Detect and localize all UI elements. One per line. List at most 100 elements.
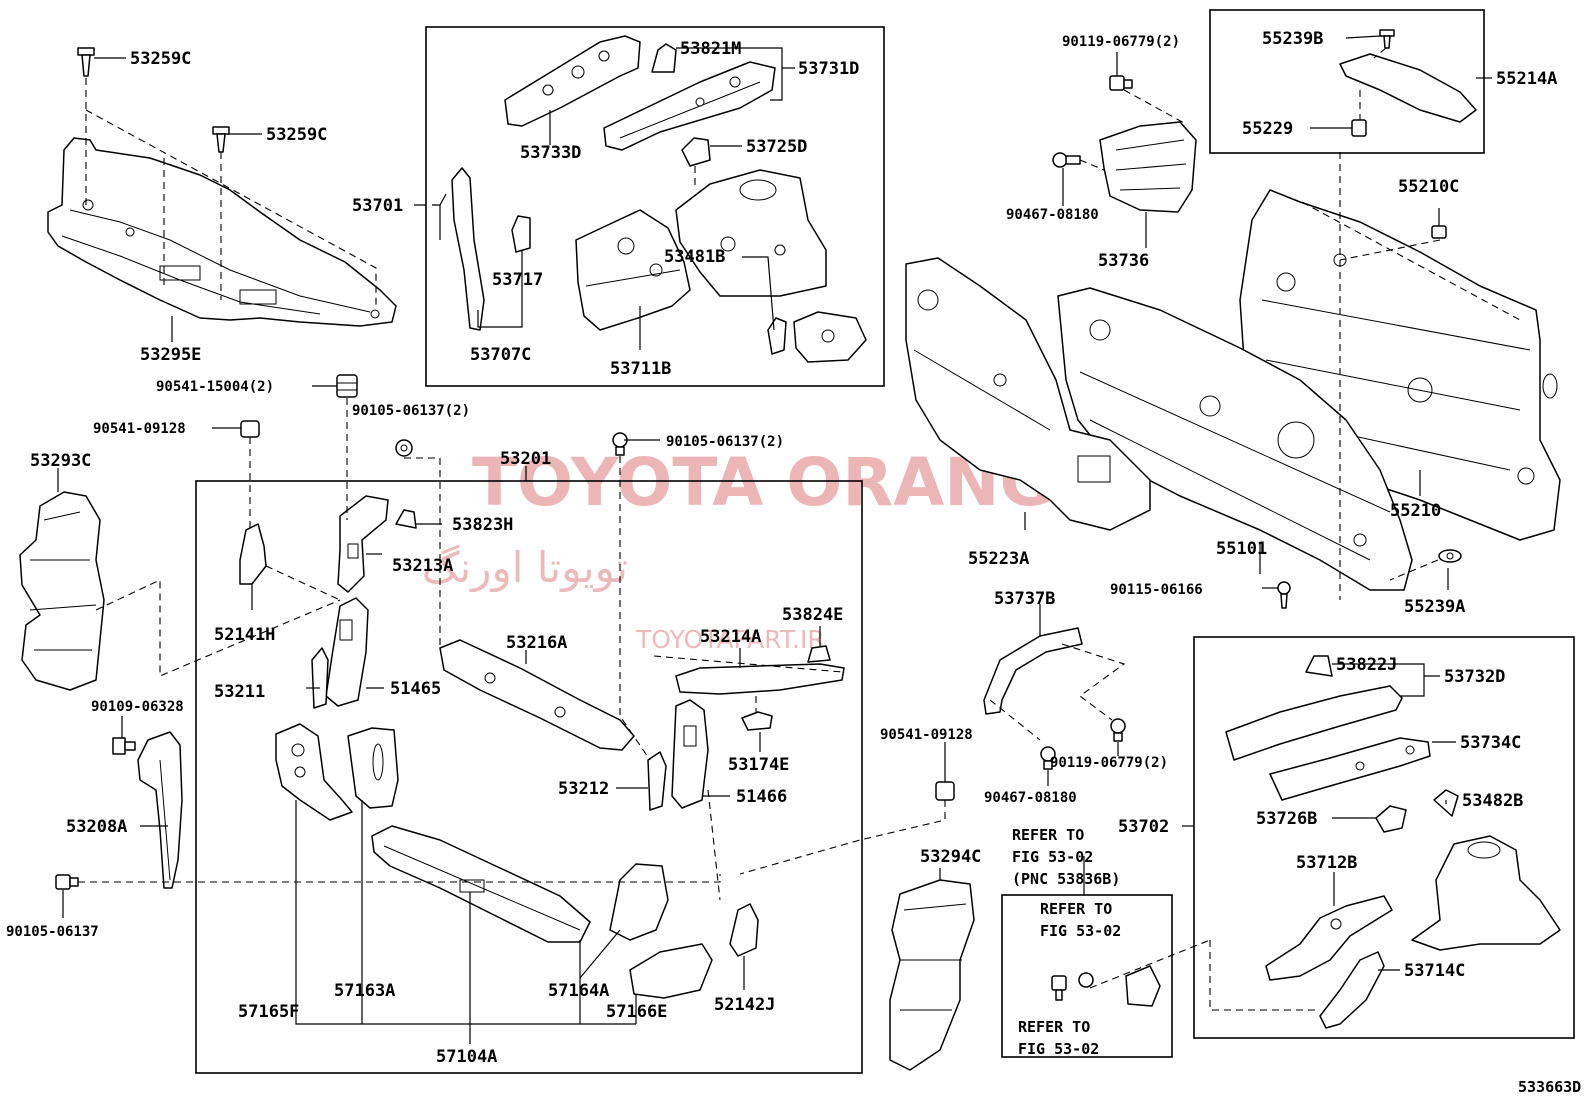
part-53216a-shape xyxy=(439,639,635,751)
label-53216a: 53216A xyxy=(506,633,567,653)
label-53211: 53211 xyxy=(214,682,265,702)
refer-a-line-1: REFER TO xyxy=(1012,826,1084,844)
grommet-90541-09128-b-icon xyxy=(935,781,955,801)
label-53214a: 53214A xyxy=(700,627,761,647)
watermark: TOYOTA ORANG تویوتا اورنگ TOYOTAPART.IR xyxy=(422,444,1054,654)
part-52142j-shape xyxy=(729,903,759,957)
label-52142j: 52142J xyxy=(714,995,775,1015)
bolt-90467-08180-b-icon xyxy=(1040,746,1056,770)
part-53295e-shape xyxy=(47,137,397,327)
clip-53259c-b-icon xyxy=(212,126,230,153)
part-53214a-shape xyxy=(675,663,845,695)
label-52141h: 52141H xyxy=(214,625,275,645)
part-53293c-shape xyxy=(19,491,105,691)
part-53208a-shape xyxy=(137,731,183,889)
clip-53259c-a-icon xyxy=(77,47,95,77)
refer-c-line-2: FIG 53-02 xyxy=(1018,1040,1099,1058)
part-53734c-shape xyxy=(1269,737,1431,801)
group-box-55214a xyxy=(1209,9,1485,154)
part-55214a-shape xyxy=(1339,53,1477,123)
label-90467-08180-b: 90467-08180 xyxy=(984,790,1077,806)
label-57164a: 57164A xyxy=(548,981,609,1001)
label-53717: 53717 xyxy=(492,270,543,290)
bolt-90115-06166-icon xyxy=(1277,581,1291,609)
part-refer-bracket-shape xyxy=(1051,965,1161,1007)
bolt-90119-06779-a-icon xyxy=(1109,75,1133,91)
part-57166e-shape xyxy=(629,943,713,999)
watermark-brand: TOYOTA ORANG xyxy=(472,444,1054,521)
group-box-refer xyxy=(1001,894,1173,1058)
label-53174e: 53174E xyxy=(728,755,789,775)
part-53294c-shape xyxy=(889,879,975,1071)
part-53822j-shape xyxy=(1305,655,1333,677)
part-57163a-shape xyxy=(347,727,399,809)
refer-b-line-2: FIG 53-02 xyxy=(1040,922,1121,940)
label-53701: 53701 xyxy=(352,196,403,216)
leader-lines xyxy=(57,35,1521,1044)
label-57165f: 57165F xyxy=(238,1002,299,1022)
part-53732d-shape xyxy=(1225,685,1403,761)
bolt-90105-06137-b-icon xyxy=(395,439,413,457)
label-53295e: 53295E xyxy=(140,345,201,365)
label-53482b: 53482B xyxy=(1462,791,1523,811)
label-53821m: 53821M xyxy=(680,39,741,59)
group-box-53701 xyxy=(425,26,885,387)
label-53726b: 53726B xyxy=(1256,809,1317,829)
refer-a-line-2: FIG 53-02 xyxy=(1012,848,1093,866)
label-53734c: 53734C xyxy=(1460,733,1521,753)
part-55223a-shape xyxy=(905,257,1151,531)
watermark-site: TOYOTAPART.IR xyxy=(635,625,825,654)
watermark-persian: تویوتا اورنگ xyxy=(422,543,628,592)
label-53725d: 53725D xyxy=(746,137,807,157)
part-labels: 53259C 53259C 53295E 90541-15004(2) 9054… xyxy=(6,29,1557,1067)
label-53733d: 53733D xyxy=(520,143,581,163)
label-55214a: 55214A xyxy=(1496,69,1557,89)
part-53702-tower-shape xyxy=(1411,835,1561,951)
part-53213a-shape xyxy=(337,495,389,593)
label-53732d: 53732D xyxy=(1444,667,1505,687)
part-53823h-shape xyxy=(395,509,417,529)
label-55223a: 55223A xyxy=(968,549,1029,569)
label-90541-15004: 90541-15004(2) xyxy=(156,379,274,395)
label-90109-06328: 90109-06328 xyxy=(91,699,184,715)
part-53174e-shape xyxy=(741,711,773,731)
label-55210c: 55210C xyxy=(1398,177,1459,197)
part-53481b-shape xyxy=(767,311,867,363)
label-55239b: 55239B xyxy=(1262,29,1323,49)
part-53211-shape xyxy=(311,647,329,709)
label-53714c: 53714C xyxy=(1404,961,1465,981)
part-53731d-shape xyxy=(603,61,776,151)
label-55229: 55229 xyxy=(1242,119,1293,139)
label-53823h: 53823H xyxy=(452,515,513,535)
bolt-90109-06328-icon xyxy=(112,737,136,755)
part-57165f-shape xyxy=(275,723,353,821)
label-55101: 55101 xyxy=(1216,539,1267,559)
refer-b-line-1: REFER TO xyxy=(1040,900,1112,918)
label-90105-06137-a: 90105-06137 xyxy=(6,924,99,940)
label-55239a: 55239A xyxy=(1404,597,1465,617)
part-53725d-shape xyxy=(681,137,711,167)
grommet-90541-15004-icon xyxy=(336,374,358,398)
bolt-90119-06779-b-icon xyxy=(1110,718,1126,742)
label-53213a: 53213A xyxy=(392,556,453,576)
label-53259c-a: 53259C xyxy=(130,49,191,69)
part-57104a-shape xyxy=(371,825,591,943)
part-53717-shape xyxy=(511,215,531,253)
figure-id: 533663D xyxy=(1518,1078,1581,1096)
label-57163a: 57163A xyxy=(334,981,395,1001)
clip-55239b-icon xyxy=(1379,29,1395,49)
part-55101-shape xyxy=(1057,287,1413,591)
label-53737b: 53737B xyxy=(994,589,1055,609)
clip-55210c-icon xyxy=(1431,225,1447,239)
label-90105-06137-b: 90105-06137(2) xyxy=(352,403,470,419)
part-51466-shape xyxy=(671,699,709,809)
clip-55229-icon xyxy=(1351,119,1367,137)
refer-notes: REFER TO FIG 53-02 (PNC 53836B) REFER TO… xyxy=(1012,826,1121,1058)
refer-c-line-1: REFER TO xyxy=(1018,1018,1090,1036)
label-90467-08180-a: 90467-08180 xyxy=(1006,207,1099,223)
part-53212-shape xyxy=(647,751,667,811)
label-51465: 51465 xyxy=(390,679,441,699)
label-53731d: 53731D xyxy=(798,59,859,79)
label-53707c: 53707C xyxy=(470,345,531,365)
